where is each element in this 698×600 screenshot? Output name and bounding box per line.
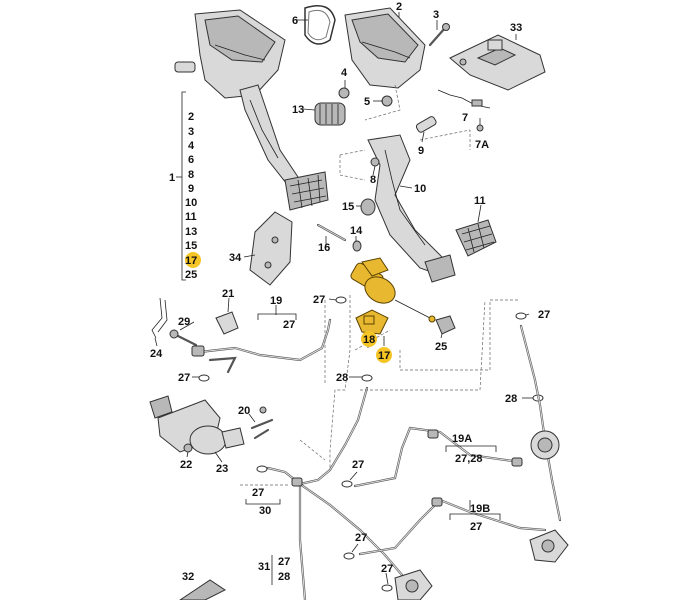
label-28-c: 28 (278, 571, 290, 583)
label-15: 15 (342, 201, 354, 213)
label-3: 3 (433, 9, 439, 21)
list-item: 17 (185, 255, 197, 267)
list-item: 11 (185, 211, 197, 223)
list-item: 10 (185, 197, 197, 209)
highlight-17 (376, 347, 392, 363)
label-1: 1 (169, 172, 175, 184)
part-34-plate (249, 211, 293, 286)
label-31: 31 (258, 561, 270, 573)
part-7-clip (437, 89, 491, 132)
label-27-c: 27 (178, 372, 190, 384)
label-19: 19 (270, 295, 282, 307)
label-19B: 19B (470, 503, 490, 515)
bracket-part-list: 2 3 4 6 8 9 10 11 13 15 17 25 (185, 111, 197, 281)
part-9-pin (415, 116, 437, 133)
part-24-bracket (151, 297, 168, 339)
part-6-gasket (304, 5, 336, 45)
label-24: 24 (150, 348, 163, 360)
list-item: 25 (185, 269, 197, 281)
label-20: 20 (238, 405, 250, 417)
label-32: 32 (182, 571, 194, 583)
label-10: 10 (414, 183, 426, 195)
label-19A: 19A (452, 433, 472, 445)
part-19-line (191, 318, 332, 374)
bottom-valve (394, 569, 433, 600)
label-7A: 7A (475, 139, 489, 151)
label-17: 17 (378, 350, 390, 362)
label-18: 18 (363, 334, 375, 346)
label-22: 22 (180, 459, 192, 471)
label-25: 25 (435, 341, 447, 353)
part-3-bolt (428, 23, 450, 47)
part-21-clip (215, 311, 239, 335)
label-5: 5 (364, 96, 370, 108)
part-14-clip (352, 240, 362, 252)
label-14: 14 (350, 225, 363, 237)
part-33-bracket (449, 34, 546, 91)
part-18-bracket (355, 309, 389, 335)
part-list-bracket (176, 91, 186, 281)
list-item: 13 (185, 226, 197, 238)
label-27-f: 27 (252, 487, 264, 499)
label-27-j: 27 (381, 563, 393, 575)
part-16-hose (316, 223, 347, 242)
list-item: 9 (188, 183, 194, 195)
label-2: 2 (396, 1, 402, 13)
label-28-b: 28 (505, 393, 517, 405)
part-4-nut (338, 87, 350, 99)
label-34: 34 (229, 252, 242, 264)
part-32-piece (179, 579, 226, 600)
label-21: 21 (222, 288, 234, 300)
part-11-pad (455, 219, 497, 257)
label-28-a: 28 (336, 372, 348, 384)
part-15-stop (360, 198, 376, 216)
part-23-slave-cylinder (149, 395, 245, 455)
label-29: 29 (178, 316, 190, 328)
label-27-i: 27 (278, 556, 290, 568)
label-27-28: 27,28 (455, 453, 483, 465)
label-4: 4 (341, 67, 348, 79)
highlight-18 (361, 331, 377, 347)
part-29-bolt (169, 329, 198, 347)
right-valve-lower (529, 529, 569, 563)
clutch-pedal-assembly (174, 9, 329, 211)
list-item: 4 (188, 140, 195, 152)
label-30: 30 (259, 505, 271, 517)
brake-pedal-bracket (344, 7, 426, 89)
label-23: 23 (216, 463, 228, 475)
list-item: 15 (185, 240, 197, 252)
label-27-b: 27 (313, 294, 325, 306)
label-7: 7 (462, 112, 468, 124)
label-27-e: 27 (352, 459, 364, 471)
label-27-g: 27 (470, 521, 482, 533)
highlight-17-list (185, 252, 201, 268)
label-6: 6 (292, 15, 298, 27)
hydraulic-lines (266, 324, 562, 600)
label-27-d: 27 (538, 309, 550, 321)
part-10-brake-pedal (367, 134, 456, 283)
list-item: 6 (188, 154, 194, 166)
label-8: 8 (370, 174, 376, 186)
list-item: 2 (188, 111, 194, 123)
part-25-clip (435, 315, 456, 335)
part-13-spring (314, 102, 346, 126)
part-20-fittings (250, 406, 274, 440)
part-5-nut (381, 95, 393, 107)
list-item: 8 (188, 169, 194, 181)
label-13: 13 (292, 104, 304, 116)
part-17-clutch-master-cylinder (350, 257, 436, 323)
label-11: 11 (474, 195, 486, 207)
label-27-a: 27 (283, 319, 295, 331)
list-item: 3 (188, 126, 194, 138)
part-labels: 6 2 3 33 4 5 13 7 7A 9 8 10 15 11 14 16 … (150, 1, 550, 583)
label-9: 9 (418, 145, 424, 157)
label-27-h: 27 (355, 532, 367, 544)
label-33: 33 (510, 22, 522, 34)
callout-lines (154, 12, 533, 585)
label-16: 16 (318, 242, 330, 254)
right-valve-upper (530, 430, 560, 460)
